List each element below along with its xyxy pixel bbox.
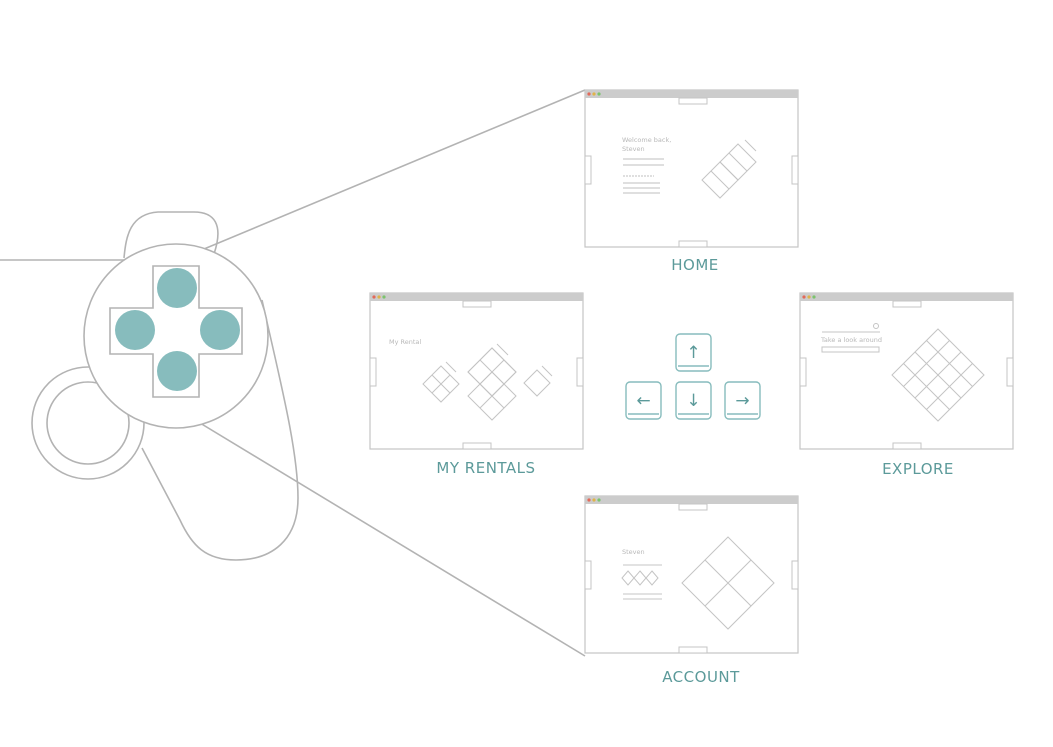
dpad-right-button[interactable] [200, 310, 240, 350]
explore-label: EXPLORE [882, 460, 954, 478]
home-label: HOME [671, 256, 719, 274]
dpad-up-button[interactable] [157, 268, 197, 308]
dpad-down-button[interactable] [157, 351, 197, 391]
explore-prompt: Take a look around [821, 336, 882, 344]
screen-home [584, 89, 799, 248]
zoom-lines [161, 89, 586, 657]
arrow-key-left[interactable] [625, 381, 662, 420]
rentals-heading: My Rental [389, 338, 422, 346]
arrow-down-icon: ↓ [686, 391, 700, 411]
arrow-keys [625, 333, 761, 420]
rentals-label: MY RENTALS [436, 459, 536, 477]
account-name: Steven [622, 548, 645, 556]
dpad-left-button[interactable] [115, 310, 155, 350]
arrow-up-icon: ↑ [686, 343, 700, 363]
controller-outline [0, 211, 299, 561]
arrow-key-right[interactable] [724, 381, 761, 420]
screen-rentals [369, 292, 584, 450]
home-greeting: Welcome back, Steven [622, 136, 672, 153]
screen-explore [799, 292, 1014, 450]
dpad-cross [109, 265, 243, 398]
account-label: ACCOUNT [662, 668, 740, 686]
arrow-right-icon: → [735, 391, 749, 411]
screen-account [584, 495, 799, 654]
arrow-key-up[interactable] [675, 333, 712, 372]
arrow-key-down[interactable] [675, 381, 712, 420]
arrow-left-icon: ← [636, 391, 650, 411]
